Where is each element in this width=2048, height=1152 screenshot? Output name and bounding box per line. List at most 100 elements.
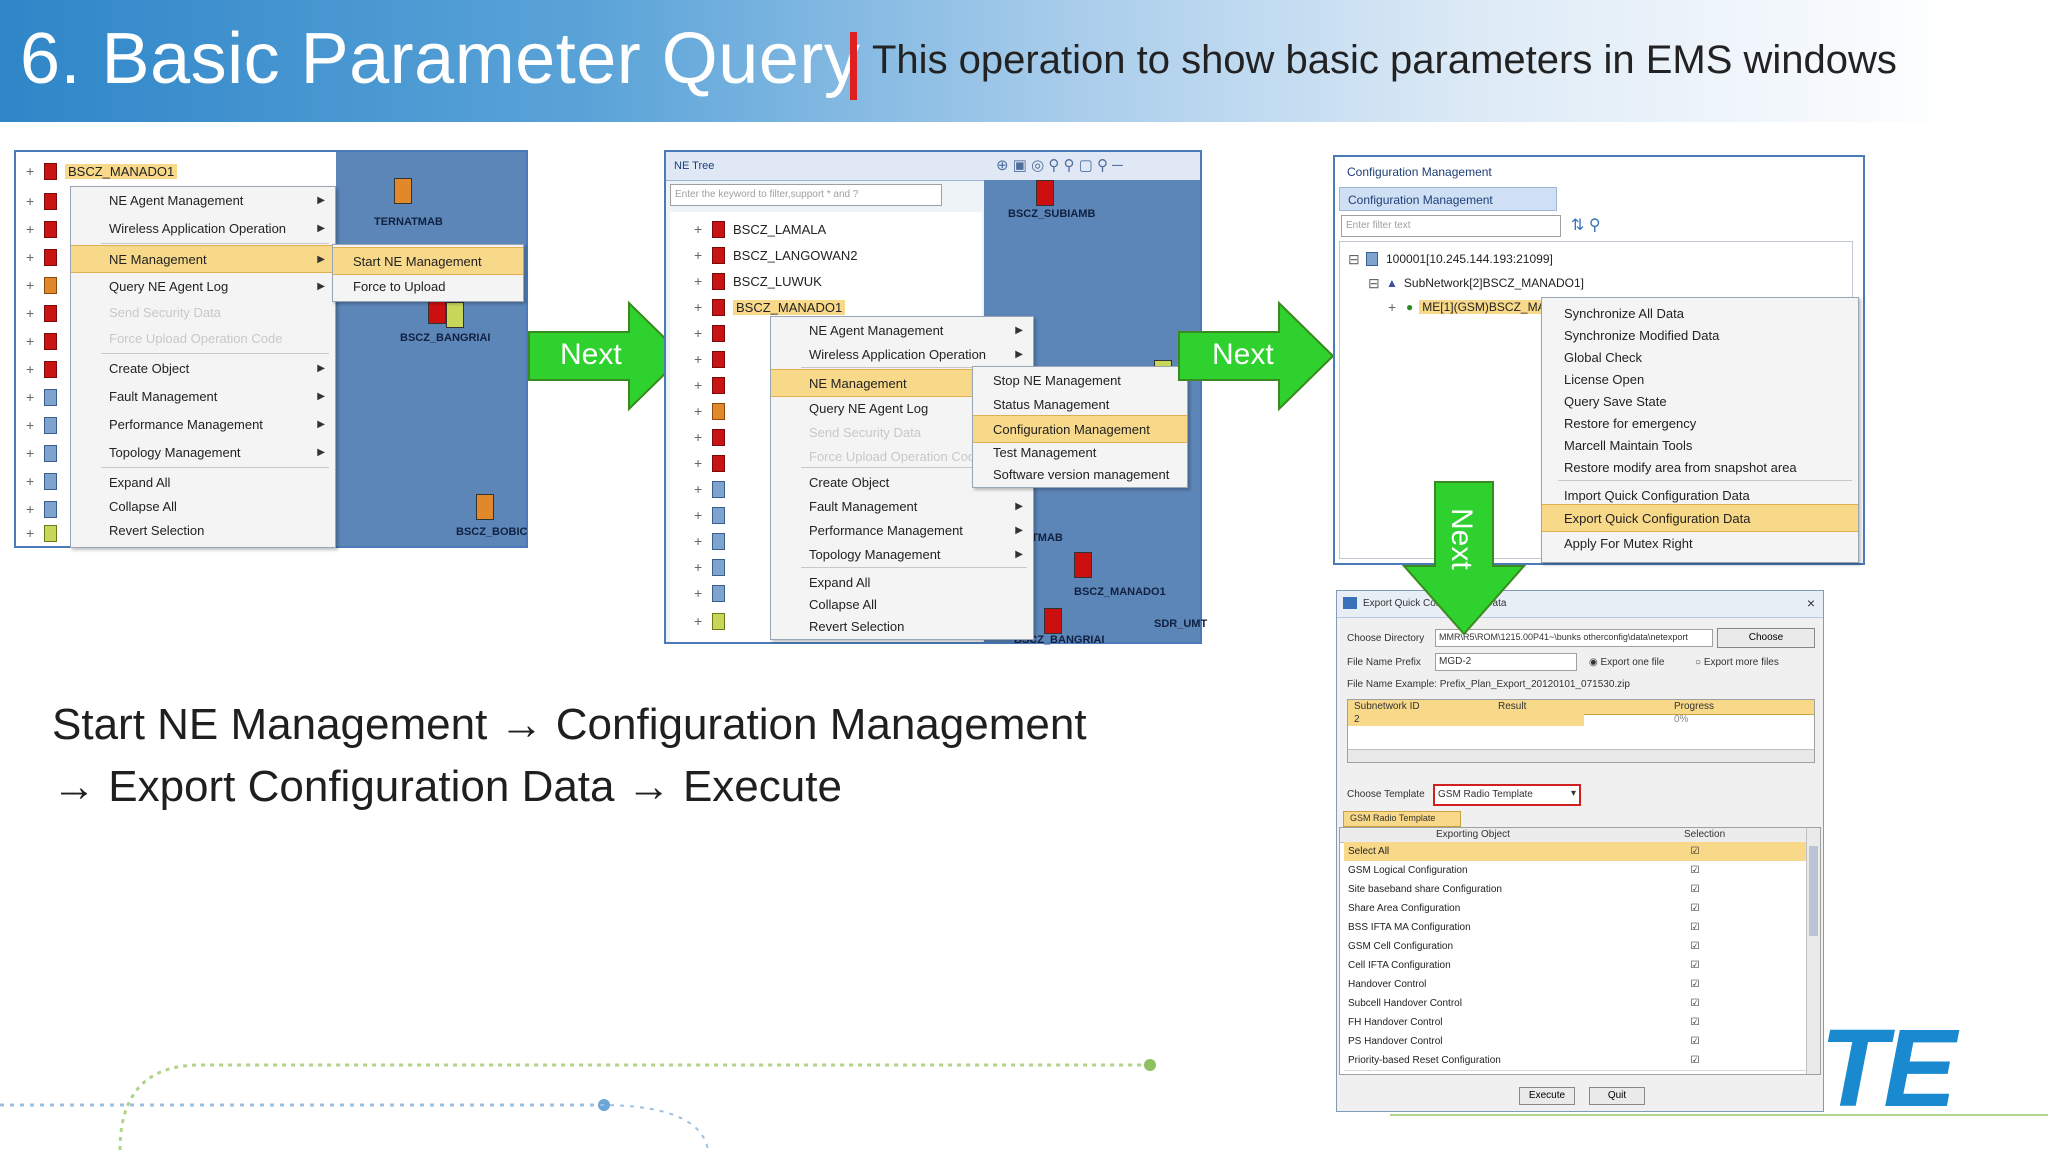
menu-item-software-version-management[interactable]: Software version management (993, 466, 1170, 482)
menu-item-send-security-data: Send Security Data (109, 304, 222, 320)
toolbar-icons[interactable]: ⊕ ▣ ◎ ⚲ ⚲ ▢ ⚲ ─ (996, 157, 1123, 174)
menu-item-ne-agent-management[interactable]: NE Agent Management▶ (809, 322, 1023, 338)
ne-tree-toolbar: NE Tree ⊕ ▣ ◎ ⚲ ⚲ ▢ ⚲ ─ (666, 152, 1200, 181)
exporting-object-grid: Exporting Object Selection Select All☑ G… (1339, 827, 1821, 1075)
execute-button[interactable]: Execute (1519, 1087, 1575, 1105)
grid-row[interactable]: Subcell Handover Control☑ (1344, 994, 1806, 1014)
menu-item-marcell-maintain-tools[interactable]: Marcell Maintain Tools (1564, 437, 1693, 453)
menu-item-query-ne-agent-log[interactable]: Query NE Agent Log▶ (109, 278, 325, 294)
choose-directory-label: Choose Directory (1347, 633, 1425, 644)
tree-node[interactable]: +BSCZ_MANADO1 (26, 158, 178, 184)
grid-row[interactable]: Site baseband share Configuration☑ (1344, 880, 1806, 900)
ne-management-submenu: Stop NE Management Status Management Con… (972, 366, 1188, 488)
menu-item-performance-management[interactable]: Performance Management▶ (809, 522, 1023, 538)
zte-logo: TE (1820, 1007, 1957, 1130)
menu-item-collapse-all[interactable]: Collapse All (809, 596, 877, 612)
tab-gsm-radio-template[interactable]: GSM Radio Template (1343, 811, 1461, 827)
menu-item-export-quick-configuration-data[interactable]: Export Quick Configuration Data (1542, 504, 1858, 532)
ne-filter-input[interactable]: Enter the keyword to filter,support * an… (670, 184, 942, 206)
progress-row[interactable]: 2 (1348, 714, 1584, 726)
menu-item-wireless-application-operation[interactable]: Wireless Application Operation▶ (109, 220, 325, 236)
menu-item-ne-agent-management[interactable]: NE Agent Management▶ (109, 192, 325, 208)
tab-configuration-management[interactable]: Configuration Management (1339, 187, 1557, 211)
menu-item-stop-ne-management[interactable]: Stop NE Management (993, 372, 1121, 388)
menu-item-synchronize-modified-data[interactable]: Synchronize Modified Data (1564, 327, 1720, 343)
ne-management-submenu: Start NE Management Force to Upload (332, 244, 524, 302)
menu-item-start-ne-management[interactable]: Start NE Management (333, 247, 523, 275)
menu-item-apply-for-mutex-right[interactable]: Apply For Mutex Right (1564, 535, 1693, 551)
tree-node[interactable]: +BSCZ_MANADO1 (694, 294, 846, 320)
menu-item-test-management[interactable]: Test Management (993, 444, 1097, 460)
grid-row[interactable]: GSM Logical Configuration☑ (1344, 861, 1806, 881)
dialog-title-bar: Export Quick Configuration Data × (1337, 591, 1823, 618)
grid-row[interactable]: Handover Control☑ (1344, 975, 1806, 995)
menu-item-global-check[interactable]: Global Check (1564, 349, 1643, 365)
menu-item-status-management[interactable]: Status Management (993, 396, 1110, 412)
grid-row[interactable]: FH Handover Control☑ (1344, 1013, 1806, 1033)
menu-item-import-quick-configuration-data[interactable]: Import Quick Configuration Data (1564, 487, 1750, 503)
menu-item-expand-all[interactable]: Expand All (809, 574, 871, 590)
tree-node-subnetwork[interactable]: ⊟▲SubNetwork[2]BSCZ_MANADO1] (1368, 274, 1584, 291)
file-prefix-label: File Name Prefix (1347, 657, 1421, 668)
menu-item-synchronize-all-data[interactable]: Synchronize All Data (1564, 305, 1684, 321)
menu-item-configuration-management[interactable]: Configuration Management (973, 415, 1187, 443)
menu-item-collapse-all[interactable]: Collapse All (109, 498, 177, 514)
slide-title: 6. Basic Parameter Query (20, 19, 861, 99)
vertical-scrollbar[interactable] (1806, 828, 1820, 1074)
file-prefix-input[interactable]: MGD-2 (1435, 653, 1577, 671)
footer-decoration (0, 1059, 2048, 1151)
menu-item-topology-management[interactable]: Topology Management▶ (109, 444, 325, 460)
directory-input[interactable]: MMR\R5\ROM\1215.00P41~\bunks otherconfig… (1435, 629, 1713, 647)
tree-node-server[interactable]: ⊟100001[10.245.144.193:21099] (1348, 250, 1553, 267)
tree-node[interactable]: +BSCZ_LANGOWAN2 (694, 246, 858, 264)
next-arrow-2 (1178, 300, 1335, 412)
grid-row[interactable]: GSM Cell Configuration☑ (1344, 937, 1806, 957)
menu-item-restore-for-emergency[interactable]: Restore for emergency (1564, 415, 1697, 431)
quit-button[interactable]: Quit (1589, 1087, 1645, 1105)
filter-tools-icon[interactable]: ⇅ ⚲ (1571, 217, 1601, 234)
menu-item-force-to-upload[interactable]: Force to Upload (353, 278, 446, 294)
grid-row[interactable]: BSS IFTA MA Configuration☑ (1344, 918, 1806, 938)
next-label-1: Next (560, 338, 622, 371)
next-label-3: Next (1445, 508, 1478, 570)
export-quick-configuration-dialog: Export Quick Configuration Data × Choose… (1336, 590, 1824, 1112)
window-title: Configuration Management (1347, 165, 1492, 179)
app-icon (1343, 597, 1357, 609)
tab-ne-tree[interactable]: NE Tree (674, 160, 715, 172)
screenshot-configuration-management: Configuration Management Configuration M… (1333, 155, 1865, 565)
title-separator (850, 32, 857, 100)
menu-item-fault-management[interactable]: Fault Management▶ (809, 498, 1023, 514)
menu-item-create-object[interactable]: Create Object▶ (109, 360, 325, 376)
choose-button[interactable]: Choose (1717, 628, 1815, 648)
tree-node[interactable]: +BSCZ_LUWUK (694, 272, 822, 290)
file-name-example: File Name Example: Prefix_Plan_Export_20… (1347, 679, 1630, 690)
menu-item-revert-selection[interactable]: Revert Selection (809, 618, 905, 634)
menu-item-topology-management[interactable]: Topology Management▶ (809, 546, 1023, 562)
menu-item-ne-management[interactable]: NE Management▶ (71, 245, 335, 273)
radio-export-more-files[interactable]: ○ Export more files (1695, 657, 1779, 668)
grid-row[interactable]: Priority-based Reset Configuration☑ (1344, 1051, 1806, 1071)
menu-item-performance-management[interactable]: Performance Management▶ (109, 416, 325, 432)
grid-row[interactable]: Cell IFTA Configuration☑ (1344, 956, 1806, 976)
close-icon[interactable]: × (1806, 595, 1815, 611)
config-tree: ⊟100001[10.245.144.193:21099] ⊟▲SubNetwo… (1339, 241, 1853, 559)
horizontal-scrollbar[interactable] (1348, 749, 1814, 762)
template-select[interactable]: GSM Radio Template ▾ (1433, 784, 1581, 806)
tree-node[interactable]: +BSCZ_LAMALA (694, 220, 827, 238)
grid-row-select-all[interactable]: Select All☑ (1344, 842, 1806, 862)
instruction-line-2: → Export Configuration Data → Execute (52, 762, 842, 811)
menu-item-query-save-state[interactable]: Query Save State (1564, 393, 1667, 409)
menu-item-license-open[interactable]: License Open (1564, 371, 1645, 387)
menu-item-restore-modify-area[interactable]: Restore modify area from snapshot area (1564, 459, 1797, 475)
menu-item-wireless-application-operation[interactable]: Wireless Application Operation▶ (809, 346, 1023, 362)
config-context-menu: Synchronize All Data Synchronize Modifie… (1541, 297, 1859, 563)
screenshot-ne-tree-context-menu: +BSCZ_MANADO1 + + + + + + + + + + + + + … (14, 150, 528, 548)
grid-row[interactable]: Share Area Configuration☑ (1344, 899, 1806, 919)
filter-input[interactable]: Enter filter text (1341, 215, 1561, 237)
menu-item-fault-management[interactable]: Fault Management▶ (109, 388, 325, 404)
menu-item-expand-all[interactable]: Expand All (109, 474, 171, 490)
radio-export-one-file[interactable]: ◉ Export one file (1589, 657, 1665, 668)
progress-table: Subnetwork ID Result Progress 2 0% (1347, 699, 1815, 763)
menu-item-revert-selection[interactable]: Revert Selection (109, 522, 205, 538)
chevron-down-icon: ▾ (1570, 788, 1576, 799)
